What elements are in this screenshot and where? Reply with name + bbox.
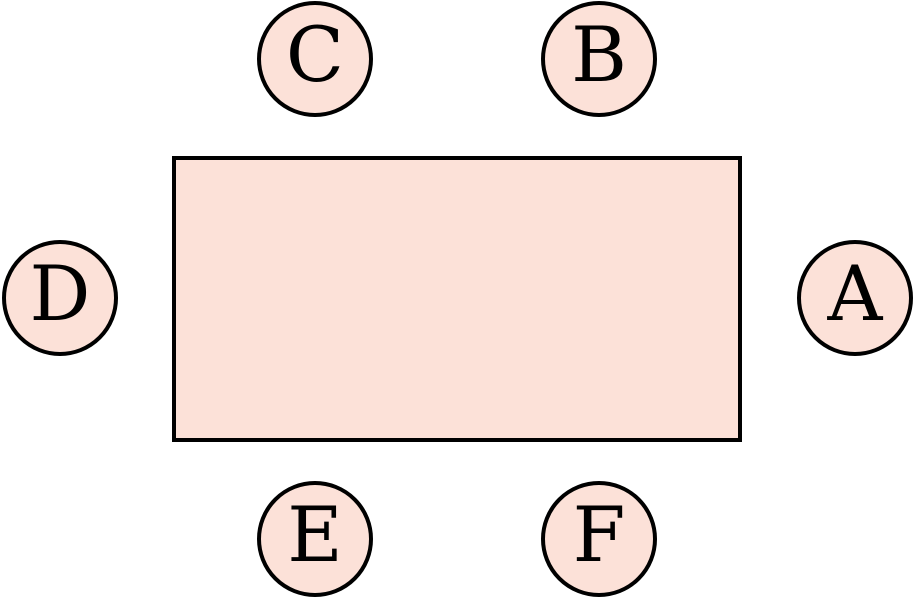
seat-c-circle bbox=[257, 1, 373, 117]
seat-a: A bbox=[797, 240, 913, 356]
seat-b: B bbox=[541, 1, 657, 117]
seat-f-label: F bbox=[573, 490, 626, 579]
seat-d-label: D bbox=[30, 249, 91, 338]
seat-a-circle bbox=[797, 240, 913, 356]
seat-d-circle bbox=[2, 240, 118, 356]
table bbox=[172, 156, 742, 442]
seat-a-label: A bbox=[827, 249, 884, 338]
seat-b-circle bbox=[541, 1, 657, 117]
seat-e-label: E bbox=[287, 490, 342, 579]
seat-f: F bbox=[541, 481, 657, 597]
seat-c: C bbox=[257, 1, 373, 117]
seat-e-circle bbox=[257, 481, 373, 597]
seat-b-label: B bbox=[571, 10, 627, 99]
seat-e: E bbox=[257, 481, 373, 597]
seat-d: D bbox=[2, 240, 118, 356]
seat-c-label: C bbox=[286, 10, 344, 99]
seat-f-circle bbox=[541, 481, 657, 597]
